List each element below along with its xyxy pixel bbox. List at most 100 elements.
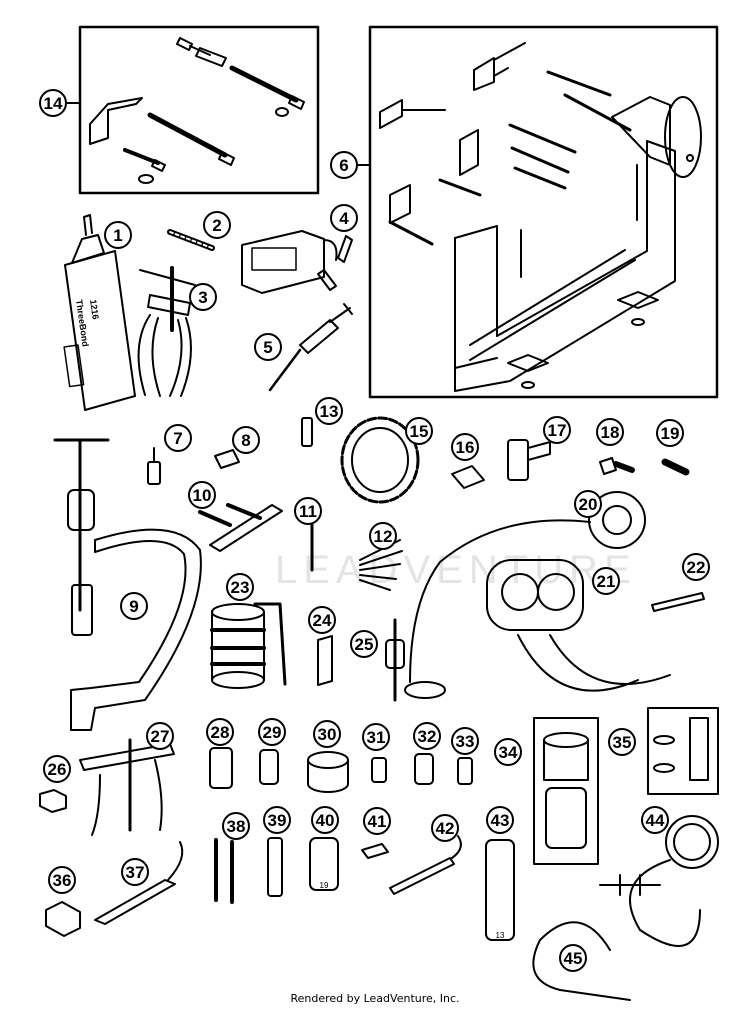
part-5-syringe[interactable] [268,303,353,392]
callout-circle-17 [543,416,571,444]
callout-circle-21 [592,567,620,595]
callout-circle-43 [486,806,514,834]
callout-label-16: 16 [456,438,475,457]
part-41-clip[interactable] [361,843,389,859]
callout-label-45: 45 [564,949,583,968]
footer-credit: Rendered by LeadVenture, Inc. [290,992,460,1005]
part-4-tester[interactable] [241,230,353,294]
part-44-pressure-gauge[interactable] [599,815,719,947]
part-2-stud[interactable] [167,229,215,251]
callout-label-38: 38 [227,817,246,836]
part-42-pin-wrench[interactable] [389,835,462,895]
callout-circle-3 [189,283,217,311]
callout-circle-26 [43,755,71,783]
callout-circle-13 [315,397,343,425]
callout-label-36: 36 [53,871,72,890]
part-32-spacer[interactable] [414,753,434,785]
callout-label-14: 14 [44,94,63,113]
callout-circle-36 [48,866,76,894]
callout-label-31: 31 [367,728,386,747]
part-25-slide-hammer[interactable] [385,618,405,702]
part-3-puller[interactable] [137,266,196,397]
callout-circle-33 [451,727,479,755]
callout-circle-41 [363,807,391,835]
callout-circle-15 [405,417,433,445]
part-40-socket[interactable]: 19 [309,837,339,891]
part-23-piston-ring-compressor[interactable] [210,602,287,689]
part-31-adapter[interactable] [371,757,387,783]
callout-circle-16 [451,433,479,461]
part-28-spacer[interactable] [209,747,233,789]
callout-label-25: 25 [355,635,374,654]
part-19-stud[interactable] [661,458,690,476]
part-34-bearing-driver-set[interactable] [533,717,599,865]
part-39-pin[interactable] [267,837,283,897]
callout-label-3: 3 [198,288,207,307]
callout-label-33: 33 [456,732,475,751]
part-38-studs[interactable] [214,838,234,904]
callout-circle-27 [146,722,174,750]
part-13-fitting[interactable] [301,417,313,447]
callout-label-2: 2 [212,216,221,235]
callout-circle-8 [232,426,260,454]
callout-label-12: 12 [374,527,393,546]
callout-circle-9 [120,592,148,620]
socket-19-label: 19 [320,881,329,890]
part-35-seal-driver[interactable] [647,707,719,795]
callout-label-28: 28 [211,723,230,742]
part-7-fitting[interactable] [147,447,161,485]
part-20-gauge-adapter[interactable] [588,491,646,549]
part-29-spacer[interactable] [259,749,279,785]
callout-circle-40 [311,806,339,834]
part-27-bearing-puller[interactable] [79,738,175,836]
part-37-spanner[interactable] [94,841,184,925]
part-14-tool-set[interactable] [65,25,320,195]
part-33-spacer[interactable] [457,757,473,785]
part-10-holder[interactable] [198,503,283,552]
callout-circle-22 [682,553,710,581]
callout-label-7: 7 [173,429,182,448]
socket-13-label: 13 [496,931,505,940]
callout-label-21: 21 [597,572,616,591]
part-9-valve-spring-compressor[interactable] [53,438,202,731]
callout-label-8: 8 [241,431,250,450]
callout-label-4: 4 [339,209,349,228]
callout-label-42: 42 [436,819,455,838]
callout-label-30: 30 [318,725,337,744]
callout-label-44: 44 [646,811,665,830]
callout-label-40: 40 [316,811,335,830]
part-24-plate[interactable] [317,635,333,686]
callout-circle-20 [574,490,602,518]
part-21-vacuum-gauge[interactable] [404,519,671,699]
part-17-adapter[interactable] [507,439,551,481]
part-12-feeler-gauge[interactable] [359,539,403,591]
callout-label-43: 43 [491,811,510,830]
part-26-plug[interactable] [39,789,67,813]
callout-label-11: 11 [299,502,317,521]
callout-circle-34 [494,738,522,766]
part-8-plug[interactable] [214,449,240,469]
callout-circle-18 [596,418,624,446]
callout-label-5: 5 [263,338,272,357]
part-30-collar[interactable] [307,751,349,793]
part-15-clutch-plate[interactable] [340,416,420,504]
tube-brand-label: ThreeBond [74,299,91,347]
part-45-probe[interactable] [532,921,631,1001]
callout-label-6: 6 [339,156,348,175]
part-22-strip[interactable] [651,592,705,612]
callout-label-13: 13 [320,402,339,421]
callout-circle-28 [206,718,234,746]
part-18-bolt[interactable] [599,457,635,475]
callout-circle-24 [308,606,336,634]
callout-label-32: 32 [418,727,437,746]
callout-circle-31 [362,723,390,751]
part-36-adapter[interactable] [45,901,81,937]
callout-label-26: 26 [48,760,67,779]
part-6-engine-stand[interactable] [356,25,719,399]
part-16-cap[interactable] [451,465,485,489]
callout-label-20: 20 [579,495,598,514]
callout-label-17: 17 [548,421,567,440]
part-43-deep-socket[interactable]: 13 [485,839,515,941]
callout-circle-42 [431,814,459,842]
